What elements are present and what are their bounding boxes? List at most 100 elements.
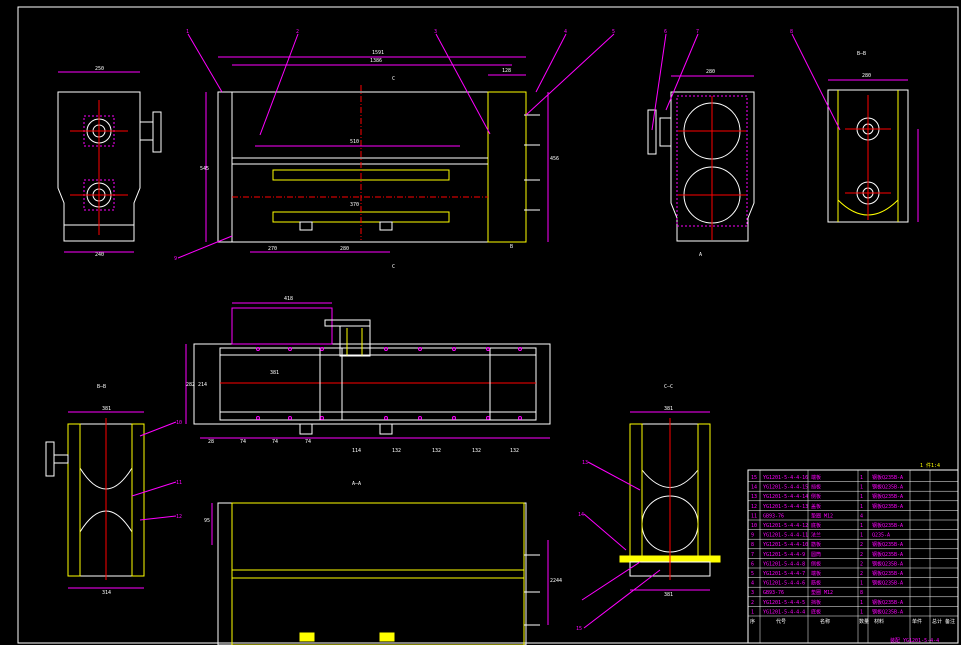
bom-no: 13 [751, 494, 757, 500]
balloon-12: 12 [176, 514, 182, 520]
bom-qty: 1 [860, 494, 863, 500]
marker-c-top: C [392, 76, 395, 82]
dim-sec-b-width: 381 [102, 406, 111, 412]
bom-code: YG1201-5-4-4-11 [763, 533, 808, 539]
bom-header-cell: 单件 [912, 618, 922, 625]
dim-mid-370: 370 [350, 202, 359, 208]
bom-qty: 2 [860, 542, 863, 548]
bom-name: 端板 [811, 474, 821, 481]
dim-plan-418: 418 [284, 296, 293, 302]
section-b-bottom-left [45, 411, 145, 589]
balloon-labels: 1 2 3 4 5 6 7 8 9 10 11 12 13 14 15 [174, 29, 793, 632]
bom-no: 10 [751, 523, 757, 529]
bom-qty: 1 [860, 600, 863, 606]
dim-plan-381: 381 [270, 370, 279, 376]
bom-name: 挡板 [811, 484, 821, 491]
bom-mat: 钢板Q235B-A [872, 484, 903, 491]
dim-plan-114: 114 [352, 448, 361, 454]
bom-mat: 钢板Q235B-A [872, 522, 903, 529]
bom-code: YG1201-5-4-4-10 [763, 542, 808, 548]
bom-mat: 钢板Q235B-A [872, 551, 903, 558]
right-end-view [647, 75, 755, 242]
bom-name: 侧板 [811, 493, 821, 500]
dim-plan-214: 214 [198, 382, 207, 388]
bom-no: 5 [751, 571, 754, 577]
dim-plan-282: 282 [186, 382, 195, 388]
bom-code: YG1201-5-4-4-5 [763, 600, 805, 606]
bom-name: 筋板 [811, 580, 821, 587]
bom-code: YG1201-5-4-4-6 [763, 581, 805, 587]
bom-code: YG1201-5-4-4-16 [763, 475, 808, 481]
dim-mid-280: 280 [340, 246, 349, 252]
dim-plan-74b: 74 [272, 439, 278, 445]
bom-name: 端板 [811, 570, 821, 577]
bom-mat: 钢板Q235B-A [872, 580, 903, 587]
bom-no: 12 [751, 504, 757, 510]
bom-name: 垫圈 M12 [811, 512, 833, 519]
bom-qty: 1 [860, 485, 863, 491]
bom-qty: 1 [860, 523, 863, 529]
title-block-heading: 1 件1:4 [920, 462, 940, 469]
dim-mid-270: 270 [268, 246, 277, 252]
dim-plan-28: 28 [208, 439, 214, 445]
title-block-footer: 装配 YG1201-5-4-4 [890, 637, 939, 644]
bom-code: YG1201-5-4-4-4 [763, 609, 805, 615]
dim-left-bottom: 240 [95, 252, 104, 258]
bom-qty: 2 [860, 571, 863, 577]
bom-qty: 1 [860, 533, 863, 539]
bom-header-cell: 总计 [932, 618, 942, 625]
bom-no: 3 [751, 590, 754, 596]
bom-name: 挡板 [811, 599, 821, 606]
bom-no: 11 [751, 513, 757, 519]
far-right-section [827, 79, 919, 223]
dim-top-overall: 1591 [372, 50, 384, 56]
balloon-6: 6 [664, 29, 667, 35]
dim-plan-132d: 132 [510, 448, 519, 454]
dim-far-right-width: 280 [862, 73, 871, 79]
balloon-13: 13 [582, 460, 588, 466]
bom-no: 2 [751, 600, 754, 606]
bom-code: YG1201-5-4-4-14 [763, 494, 808, 500]
bom-no: 15 [751, 475, 757, 481]
bom-code: GB93-76 [763, 590, 784, 596]
dim-long-section-95: 95 [204, 518, 210, 524]
bom-name: 圆筒 [811, 551, 821, 558]
plan-view [185, 302, 551, 439]
dim-plan-132b: 132 [432, 448, 441, 454]
bom-header-cell: 名称 [820, 618, 830, 625]
bom-qty: 1 [860, 475, 863, 481]
bom-mat: 钢板Q235B-A [872, 474, 903, 481]
bom-no: 1 [751, 609, 754, 615]
bom-qty: 2 [860, 561, 863, 567]
bom-name: 底板 [811, 608, 821, 615]
front-view [205, 56, 549, 253]
bom-code: YG1201-5-4-4-12 [763, 523, 808, 529]
bom-no: 9 [751, 533, 754, 539]
bom-name: 筋板 [811, 541, 821, 548]
dim-left-width: 250 [95, 66, 104, 72]
bom-name: 法兰 [811, 532, 821, 539]
bom-qty: 1 [860, 504, 863, 510]
bom-code: YG1201-5-4-4-15 [763, 485, 808, 491]
bom-qty: 2 [860, 552, 863, 558]
bom-no: 8 [751, 542, 754, 548]
bom-qty: 4 [860, 513, 863, 519]
left-end-view [57, 71, 162, 253]
bom-qty: 1 [860, 581, 863, 587]
label-section-b-left: B—B [97, 384, 106, 390]
dim-plan-132c: 132 [472, 448, 481, 454]
dim-plan-74c: 74 [305, 439, 311, 445]
balloon-7: 7 [696, 29, 699, 35]
dim-mid-510: 510 [350, 139, 359, 145]
bom-name: 底板 [811, 522, 821, 529]
dim-top-right: 128 [502, 68, 511, 74]
marker-c-bottom: C [392, 264, 395, 270]
marker-b: B [510, 244, 513, 250]
balloon-1: 1 [186, 29, 189, 35]
balloon-3: 3 [434, 29, 437, 35]
balloon-9: 9 [174, 256, 177, 262]
bom-qty: 1 [860, 609, 863, 615]
bom-no: 7 [751, 552, 754, 558]
